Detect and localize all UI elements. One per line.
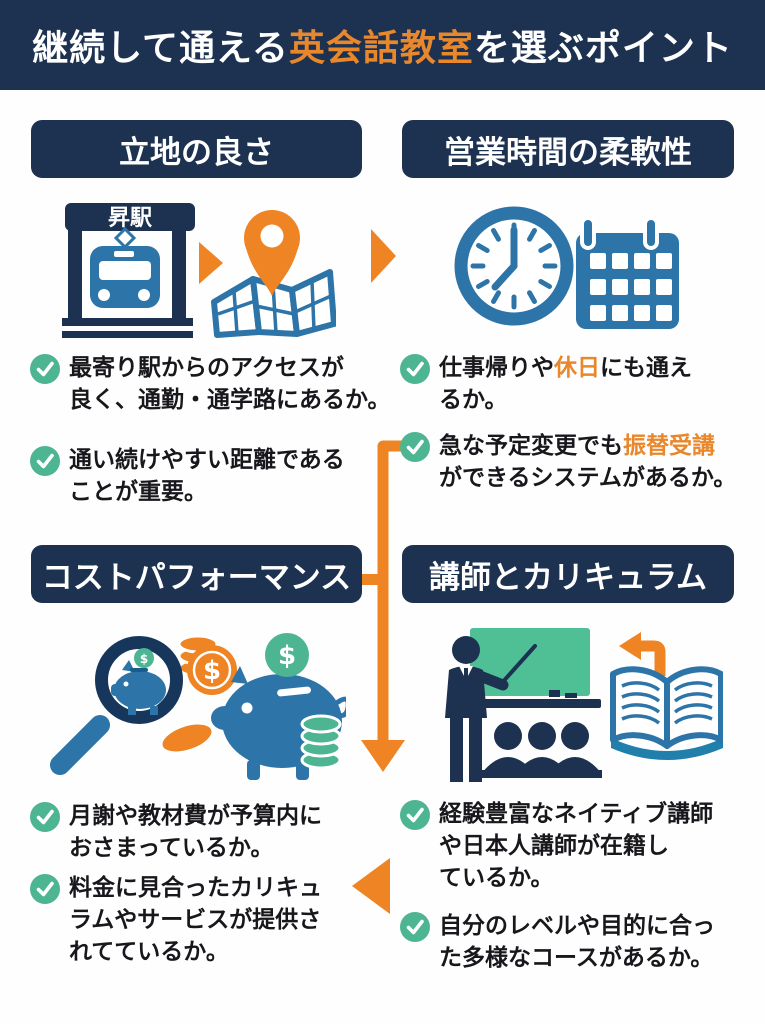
section-title-location: 立地の良さ [31, 120, 362, 178]
bullet-text: 自分のレベルや目的に合っ た多様なコースがあるか。 [439, 913, 715, 971]
magnifier-piggy-icon: $ [50, 636, 183, 775]
cost-checklist: 月謝や教材費が予算内に おさまっているか。 料金に見合ったカリキュ ラムやサービ… [30, 800, 322, 968]
students-icon [481, 722, 602, 778]
flow-arrow-right-small-icon [199, 242, 223, 284]
map-pin-icon [244, 210, 300, 296]
bullet-text: 経験豊富なネイティブ講師 や日本人講師が在籍し ているか。 [439, 801, 714, 891]
bullet-text: 最寄り駅からのアクセスが 良く、通勤・通学路にあるか。 [69, 355, 391, 413]
check-icon [400, 432, 430, 462]
clock-icon [454, 206, 574, 326]
flow-arrow-left-icon [352, 858, 390, 914]
bullet-text: 月謝や教材費が予算内に おさまっているか。 [69, 803, 322, 861]
station-sign-label: 昇駅 [108, 206, 152, 231]
calendar-icon [576, 216, 679, 329]
svg-text:$: $ [278, 641, 296, 671]
check-icon [400, 912, 430, 942]
flow-connector-bar [362, 574, 384, 585]
flow-arrow-right-large-icon [371, 229, 396, 283]
list-item: 月謝や教材費が予算内に おさまっているか。 [30, 800, 322, 864]
list-item: 料金に見合ったカリキュ ラムやサービスが提供さ れてているか。 [30, 872, 322, 968]
check-icon [30, 354, 60, 384]
hours-checklist: 仕事帰りや休日にも通え るか。 急な予定変更でも振替受講 ができるシステムがある… [400, 352, 736, 494]
dollar-coin-orange-icon: $ [187, 645, 237, 695]
teacher-icon [445, 636, 537, 782]
svg-text:$: $ [140, 652, 148, 666]
list-item: 通い続けやすい距離である ことが重要。 [30, 444, 391, 508]
list-item: 急な予定変更でも振替受講 ができるシステムがあるか。 [400, 430, 736, 494]
bullet-text: 通い続けやすい距離である ことが重要。 [69, 447, 345, 505]
teacher-book-illustration [445, 628, 723, 782]
cost-illustration: $ $ $ [50, 633, 346, 780]
header-banner: 継続して通える英会話教室を選ぶポイント [0, 0, 765, 90]
check-icon [30, 446, 60, 476]
check-icon [30, 802, 60, 832]
clock-calendar-illustration [454, 206, 679, 329]
curriculum-checklist: 経験豊富なネイティブ講師 や日本人講師が在籍し ているか。 自分のレベルや目的に… [400, 798, 715, 974]
blackboard-icon [465, 628, 601, 708]
station-map-illustration: 昇駅 [62, 203, 336, 338]
flow-arrow-down-icon [361, 440, 408, 772]
check-icon [400, 354, 430, 384]
bullet-text: 仕事帰りや休日にも通え るか。 [439, 355, 692, 413]
list-item: 仕事帰りや休日にも通え るか。 [400, 352, 736, 416]
bullet-text: 急な予定変更でも振替受講 ができるシステムがあるか。 [439, 433, 737, 491]
check-icon [30, 874, 60, 904]
section-title-hours: 営業時間の柔軟性 [402, 120, 734, 178]
coin-stack-green-icon [300, 714, 342, 770]
bullet-text: 料金に見合ったカリキュ ラムやサービスが提供さ れてているか。 [69, 875, 322, 965]
page-title: 継続して通える英会話教室を選ぶポイント [32, 28, 733, 69]
train-station-icon: 昇駅 [62, 203, 195, 338]
open-book-icon [610, 666, 723, 760]
dollar-coin-green-icon: $ [265, 633, 309, 677]
section-title-cost: コストパフォーマンス [31, 545, 362, 603]
list-item: 最寄り駅からのアクセスが 良く、通勤・通学路にあるか。 [30, 352, 391, 416]
map-icon [211, 269, 336, 338]
curved-arrow-icon [619, 632, 666, 676]
svg-text:$: $ [203, 656, 221, 686]
tilted-coin-icon [159, 721, 215, 755]
check-icon [400, 800, 430, 830]
section-title-curriculum: 講師とカリキュラム [402, 545, 734, 603]
location-checklist: 最寄り駅からのアクセスが 良く、通勤・通学路にあるか。 通い続けやすい距離である… [30, 352, 391, 508]
list-item: 経験豊富なネイティブ講師 や日本人講師が在籍し ているか。 [400, 798, 715, 894]
list-item: 自分のレベルや目的に合っ た多様なコースがあるか。 [400, 910, 715, 974]
